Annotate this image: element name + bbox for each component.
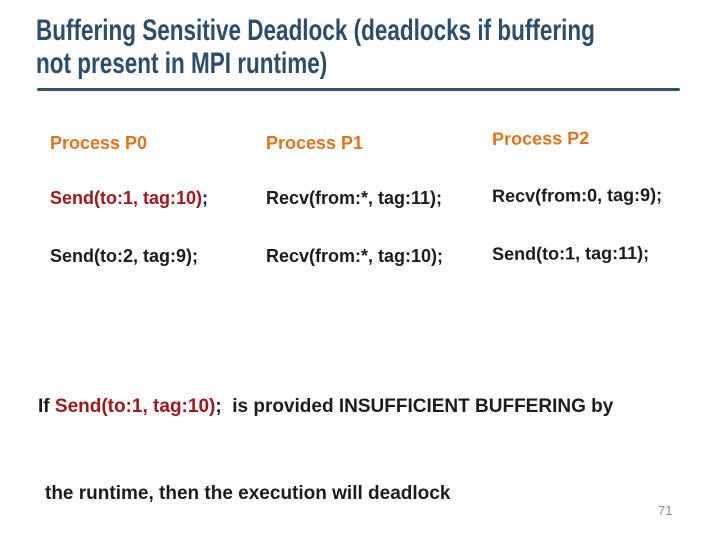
text-part: Recv(from:*, tag:11);: [266, 188, 443, 208]
slide-title: Buffering Sensitive Deadlock (deadlocks …: [36, 14, 696, 80]
text-part: Recv(from:0, tag:9);: [492, 184, 663, 206]
p1-statement-1: Recv(from:*, tag:11);: [266, 188, 492, 246]
p0-statement-2: Send(to:2, tag:9);: [50, 246, 266, 267]
slide-title-line-1: Buffering Sensitive Deadlock (deadlocks …: [36, 14, 595, 47]
title-underline-rule: [37, 88, 680, 91]
deadlock-note-line-1: If Send(to:1, tag:10); is provided INSUF…: [38, 392, 613, 421]
p2-statement-2: Send(to:1, tag:11);: [492, 243, 662, 265]
p1-statement-2: Recv(from:*, tag:10);: [266, 246, 492, 267]
text-part: Send(to:2, tag:9);: [50, 246, 198, 266]
deadlock-note-line-2: the runtime, then the execution will dea…: [45, 483, 451, 504]
deadlock-note: If Send(to:1, tag:10); is provided INSUF…: [38, 334, 613, 540]
process-p2-header: Process P2: [492, 127, 590, 149]
page-number: 71: [658, 503, 673, 518]
text-part: If: [38, 396, 55, 417]
slide-title-line-2: not present in MPI runtime): [36, 47, 328, 80]
text-part: Send(to:1, tag:10): [54, 396, 216, 417]
p2-statement-1: Recv(from:0, tag:9);: [492, 185, 662, 244]
text-part: Recv(from:*, tag:10);: [266, 246, 444, 266]
text-part: Send(to:1, tag:11);: [492, 242, 650, 264]
text-part: ;: [202, 188, 209, 208]
text-part: Send(to:1, tag:10): [50, 188, 203, 208]
process-p1-header: Process P1: [266, 133, 364, 153]
process-p0-header: Process P0: [50, 133, 148, 153]
text-part: ; is provided INSUFFICIENT BUFFERING by: [215, 396, 614, 417]
process-table: Process P0 Process P1 Process P2 Send(to…: [50, 128, 662, 267]
p0-statement-1: Send(to:1, tag:10);: [50, 188, 266, 246]
